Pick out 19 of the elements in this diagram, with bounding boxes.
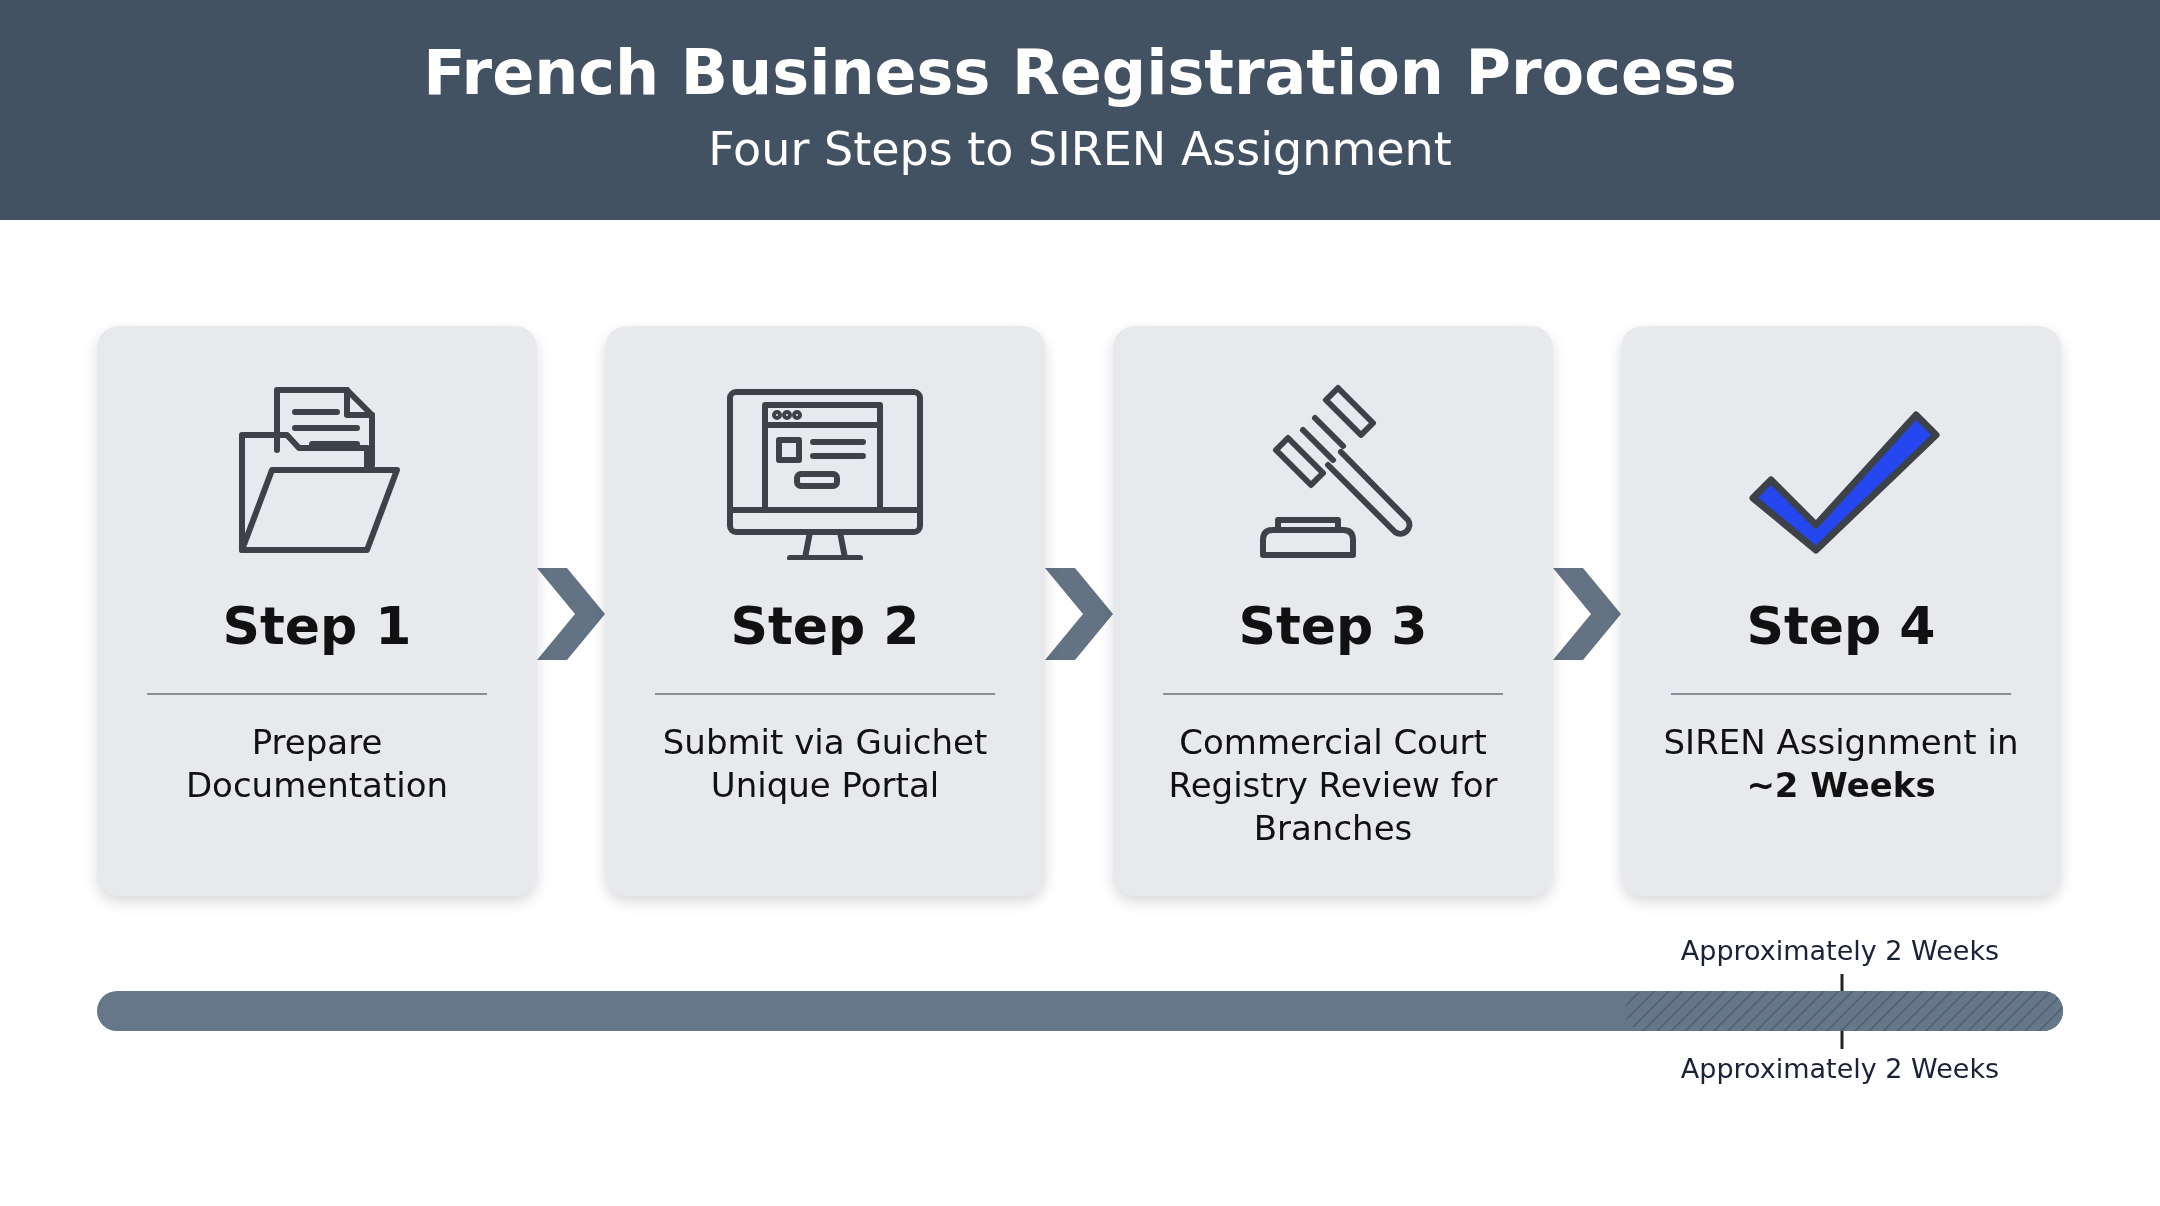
step-description: Commercial Court Registry Review for Branches (1167, 721, 1499, 850)
step-card (605, 326, 1045, 896)
step-card (1113, 326, 1553, 896)
step-description: Submit via Guichet Unique Portal (661, 721, 989, 807)
step-card (1621, 326, 2061, 896)
subtitle: Four Steps to SIREN Assignment (707, 122, 1453, 176)
step-heading: Step 1 (222, 596, 412, 656)
step-description: Prepare Documentation (184, 721, 450, 807)
step-heading: Step 2 (730, 596, 920, 656)
step-heading: Step 4 (1746, 596, 1936, 656)
duration-label: Approximately 2 Weeks (1679, 935, 2001, 966)
chevron-arrow (1045, 568, 1113, 660)
duration-label: Approximately 2 Weeks (1679, 1053, 2001, 1084)
chevron-arrow (537, 568, 605, 660)
title: French Business Registration Process (422, 36, 1738, 109)
step-heading: Step 3 (1238, 596, 1428, 656)
step-description: SIREN Assignment in ~2 Weeks (1662, 721, 2020, 807)
chevron-arrow (1553, 568, 1621, 660)
step-card (97, 326, 537, 896)
